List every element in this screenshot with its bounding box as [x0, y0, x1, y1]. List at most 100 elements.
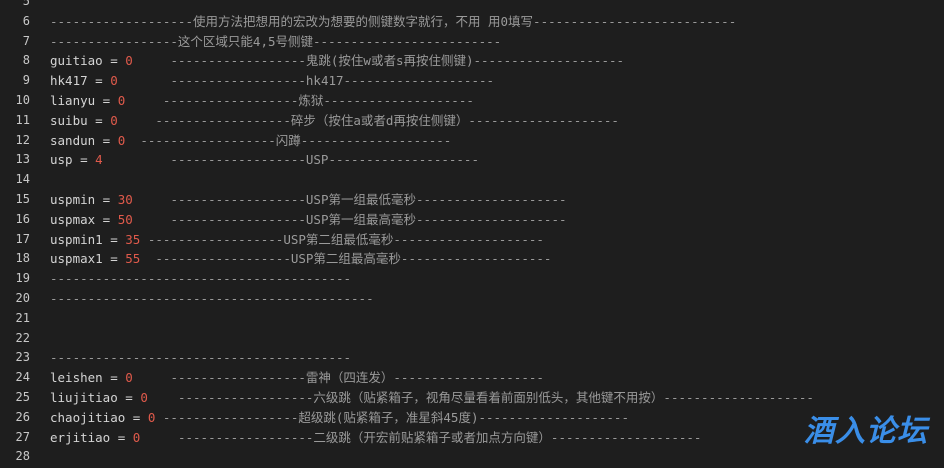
assign-operator: =	[110, 429, 133, 445]
comment-text: ------------------鬼跳(按住w或者s再按住侧键)-------…	[170, 53, 625, 69]
variable-value: 0	[125, 370, 133, 386]
code-text: ----------------------------------------…	[50, 289, 374, 309]
assign-operator: =	[102, 251, 126, 267]
variable-name: uspmin1	[50, 231, 103, 247]
line-number: 20	[15, 290, 30, 305]
variable-name: chaojitiao	[50, 409, 126, 425]
line-number: 26	[15, 409, 30, 424]
code-text: ----------------------------------------	[50, 348, 351, 368]
assign-operator: =	[95, 211, 118, 227]
assign-operator: =	[95, 132, 118, 148]
variable-name: erjitiao	[50, 429, 111, 445]
code-text: uspmin = 30 ------------------USP第一组最低毫秒…	[50, 190, 567, 210]
variable-name: usp	[50, 152, 73, 168]
comment-text: ----------------------------------------	[50, 271, 352, 287]
variable-value: 35	[125, 231, 141, 247]
spacer	[118, 113, 156, 128]
comment-text: ----------------------------------------…	[50, 290, 374, 306]
variable-value: 0	[117, 92, 126, 108]
code-text: uspmax1 = 55 ------------------USP第二组最高毫…	[50, 249, 551, 269]
assign-operator: =	[95, 92, 118, 108]
variable-value: 0	[110, 112, 118, 128]
variable-value: 0	[132, 429, 141, 445]
variable-value: 0	[125, 53, 133, 69]
variable-value: 55	[125, 251, 141, 267]
spacer	[140, 251, 155, 266]
code-line[interactable]: 24 leishen = 0 ------------------雷神（四连发）-…	[0, 368, 944, 388]
variable-name: uspmax	[50, 211, 96, 227]
code-line[interactable]: 5	[0, 0, 944, 12]
line-number: 23	[15, 350, 30, 365]
comment-text: ------------------hk417-----------------…	[170, 73, 495, 89]
spacer	[133, 53, 171, 68]
code-line[interactable]: 12 sandun = 0 ------------------闪蹲-------…	[0, 131, 944, 151]
code-line[interactable]: 18 uspmax1 = 55 ------------------USP第二组最…	[0, 249, 944, 269]
code-line[interactable]: 19 --------------------------------------…	[0, 269, 944, 289]
spacer	[125, 133, 140, 148]
line-number: 16	[15, 211, 30, 226]
comment-text: ------------------炼狱--------------------	[162, 92, 474, 108]
spacer	[155, 410, 163, 425]
assign-operator: =	[125, 409, 148, 425]
comment-text: ------------------六级跳（贴紧箱子，视角尽量看着前面别低头，其…	[177, 389, 814, 405]
line-number: 9	[22, 73, 30, 88]
line-number: 22	[15, 330, 30, 345]
assign-operator: =	[102, 231, 126, 247]
code-line[interactable]: 13 usp = 4 ------------------USP---------…	[0, 150, 944, 170]
variable-name: leishen	[50, 370, 103, 386]
code-text: liujitiao = 0 ------------------六级跳（贴紧箱子…	[50, 388, 814, 408]
line-number: 11	[15, 112, 30, 127]
code-line[interactable]: 14	[0, 170, 944, 190]
line-number: 27	[15, 429, 30, 444]
code-line[interactable]: 28	[0, 447, 944, 467]
code-line[interactable]: 7 -----------------这个区域只能4,5号侧键----------…	[0, 32, 944, 52]
variable-name: suibu	[50, 112, 88, 128]
line-number: 21	[15, 310, 30, 325]
comment-text: ------------------雷神（四连发）---------------…	[170, 370, 544, 386]
code-text: sandun = 0 ------------------闪蹲---------…	[50, 131, 451, 151]
code-line[interactable]: 22	[0, 329, 944, 349]
variable-value: 0	[140, 389, 148, 405]
code-text: usp = 4 ------------------USP-----------…	[50, 150, 479, 170]
comment-text: ------------------USP第一组最高毫秒------------…	[170, 211, 567, 227]
line-number: 25	[15, 389, 30, 404]
assign-operator: =	[102, 370, 126, 386]
code-line[interactable]: 25 liujitiao = 0 ------------------六级跳（贴紧…	[0, 388, 944, 408]
line-number: 7	[22, 33, 30, 48]
variable-name: uspmax1	[50, 251, 103, 267]
line-number: 12	[15, 132, 30, 147]
line-number: 19	[15, 271, 30, 286]
comment-text: ----------------------------------------	[50, 350, 352, 366]
line-number: 13	[15, 152, 30, 167]
code-line[interactable]: 20 --------------------------------------…	[0, 289, 944, 309]
variable-name: uspmin	[50, 191, 96, 207]
variable-value: 0	[110, 73, 118, 89]
code-text: -----------------这个区域只能4,5号侧键-----------…	[50, 32, 501, 52]
code-line[interactable]: 23 --------------------------------------…	[0, 348, 944, 368]
assign-operator: =	[117, 389, 141, 405]
spacer	[133, 212, 171, 227]
variable-name: hk417	[50, 73, 88, 89]
code-line[interactable]: 9 hk417 = 0 ------------------hk417------…	[0, 71, 944, 91]
line-number: 24	[15, 370, 30, 385]
comment-text: ------------------超级跳(贴紧箱子，准星斜45度)------…	[162, 409, 629, 425]
line-number: 18	[15, 251, 30, 266]
assign-operator: =	[87, 112, 111, 128]
variable-name: guitiao	[50, 53, 103, 69]
code-text: ----------------------------------------	[50, 269, 351, 289]
code-line[interactable]: 6 -------------------使用方法把想用的宏改为想要的侧键数字就行…	[0, 12, 944, 32]
assign-operator: =	[87, 73, 111, 89]
spacer	[103, 152, 171, 167]
code-text: -------------------使用方法把想用的宏改为想要的侧键数字就行，…	[50, 12, 736, 32]
code-line[interactable]: 21	[0, 309, 944, 329]
line-number: 6	[22, 13, 30, 28]
